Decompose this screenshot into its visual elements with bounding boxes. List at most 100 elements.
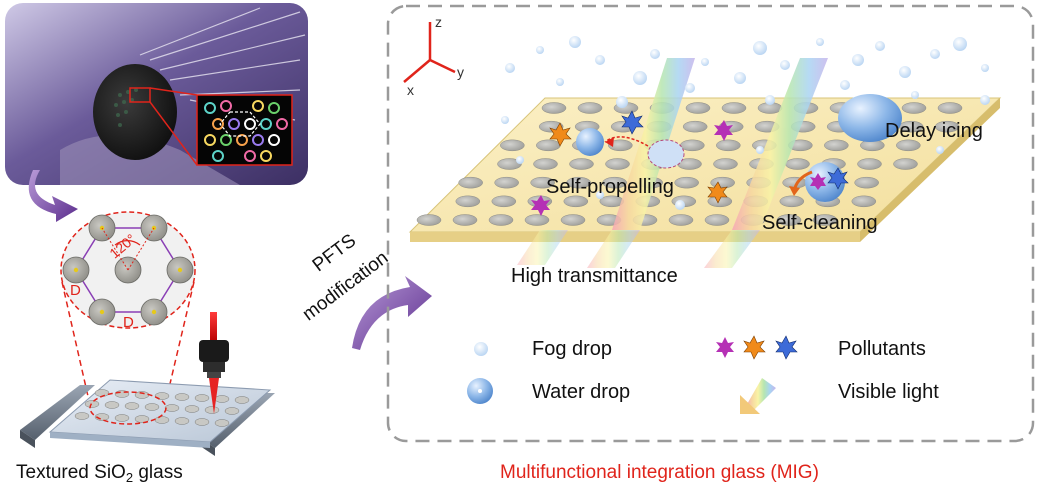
plate-dimple	[812, 214, 838, 226]
plate-dimple	[776, 214, 802, 226]
axis-x-label: x	[407, 82, 414, 98]
fog-drop	[675, 200, 685, 210]
fog-drops	[501, 36, 990, 210]
plate-dimple	[896, 139, 921, 152]
fog-drop	[501, 116, 509, 124]
plate-dimple	[893, 158, 918, 170]
mig-caption: Multifunctional integration glass (MIG)	[500, 462, 819, 483]
fog-drop	[556, 78, 564, 86]
plate-dimple	[857, 158, 882, 170]
textured-glass-setup	[20, 379, 275, 456]
plate-dimple	[682, 120, 708, 133]
fog-drop	[911, 91, 919, 99]
legend-fog-drop-label: Fog drop	[532, 338, 613, 360]
spacing-label-bottom: D	[123, 314, 134, 331]
left-caption-subscript: 2	[125, 470, 134, 485]
curved-arrow-down-icon	[28, 170, 79, 222]
plate-dimple	[500, 139, 525, 152]
self-propelling-label: Self-propelling	[546, 176, 674, 198]
plate-dimple	[716, 139, 741, 152]
fog-drop	[936, 146, 944, 154]
plate-dimple	[854, 176, 879, 189]
plate-dimple	[524, 214, 550, 226]
plate-dimple	[680, 139, 705, 152]
plate-dimple	[901, 102, 927, 114]
plate-dimple	[452, 214, 478, 226]
fog-drop	[899, 66, 911, 78]
axis-y-label: y	[457, 64, 464, 80]
plate-dimple	[779, 195, 805, 208]
plate-dimple	[416, 214, 442, 226]
fog-drop	[505, 63, 515, 73]
fog-drop	[536, 46, 544, 54]
plate-dimple	[488, 214, 514, 226]
laser-head-icon	[199, 312, 229, 414]
plate-dimple	[569, 158, 594, 170]
delay-icing-label: Delay icing	[885, 120, 983, 142]
plate-dimple	[668, 214, 694, 226]
fog-drop	[953, 37, 967, 51]
mig-panel-frame	[386, 4, 1035, 443]
plate-dimple	[458, 176, 483, 189]
plate-dimple	[674, 176, 699, 189]
high-transmittance-label: High transmittance	[511, 265, 678, 287]
fog-drop	[753, 41, 767, 55]
fog-drop	[633, 71, 647, 85]
plate-dimple	[934, 120, 960, 133]
fog-drop	[816, 38, 824, 46]
fog-drop	[756, 146, 764, 154]
legend-water-drop-label: Water drop	[532, 381, 631, 403]
fog-drop	[685, 83, 695, 93]
fog-drop	[701, 58, 709, 66]
fog-drop	[595, 55, 605, 65]
fog-drop	[516, 156, 524, 164]
legend-water-drop-icon	[467, 378, 493, 404]
mosquito-eye-photo	[5, 3, 308, 185]
legend-pollutants-icon	[716, 335, 798, 360]
plate-dimple	[704, 214, 730, 226]
fog-drop	[840, 80, 850, 90]
plate-dimple	[713, 158, 738, 170]
axes-icon	[403, 22, 456, 83]
axis-z-label: z	[435, 14, 442, 30]
legend-pollutants-label: Pollutants	[838, 338, 926, 360]
plate-dimple	[497, 158, 522, 170]
plate-dimple	[494, 176, 519, 189]
fog-drop	[875, 41, 885, 51]
fog-drop	[616, 96, 628, 108]
plate-dimple	[721, 102, 747, 114]
legend-fog-drop-icon	[474, 342, 488, 356]
fog-drop	[852, 54, 864, 66]
pollutants-on-plate	[531, 110, 849, 216]
plate-dimple	[602, 176, 627, 189]
plate-dimple	[566, 176, 591, 189]
plate-dimple	[530, 176, 555, 189]
left-caption: Textured SiO2 glass	[16, 462, 183, 485]
plate-dimple	[536, 139, 561, 152]
plate-dimple	[560, 214, 586, 226]
plate-dimple	[563, 195, 589, 208]
plate-dimple	[851, 195, 877, 208]
plate-dimple	[455, 195, 481, 208]
spacing-label-left: D	[70, 282, 81, 299]
fog-drop	[765, 95, 775, 105]
plate-dimple	[577, 102, 603, 114]
fog-drop	[569, 36, 581, 48]
legend-visible-light-icon	[740, 378, 776, 414]
fog-drop	[980, 95, 990, 105]
plate-dimple	[608, 139, 633, 152]
fog-drop	[734, 72, 746, 84]
plate-dimple	[824, 139, 849, 152]
plate-dimple	[710, 176, 735, 189]
plate-dimple	[491, 195, 517, 208]
curved-arrow-right-icon	[352, 276, 432, 350]
water-drops	[576, 94, 902, 202]
plate-dimples	[416, 102, 963, 226]
self-cleaning-label: Self-cleaning	[762, 212, 878, 234]
legend-visible-light-label: Visible light	[838, 381, 939, 403]
fog-drop	[650, 49, 660, 59]
fog-drop	[596, 191, 604, 199]
fog-drop	[780, 60, 790, 70]
